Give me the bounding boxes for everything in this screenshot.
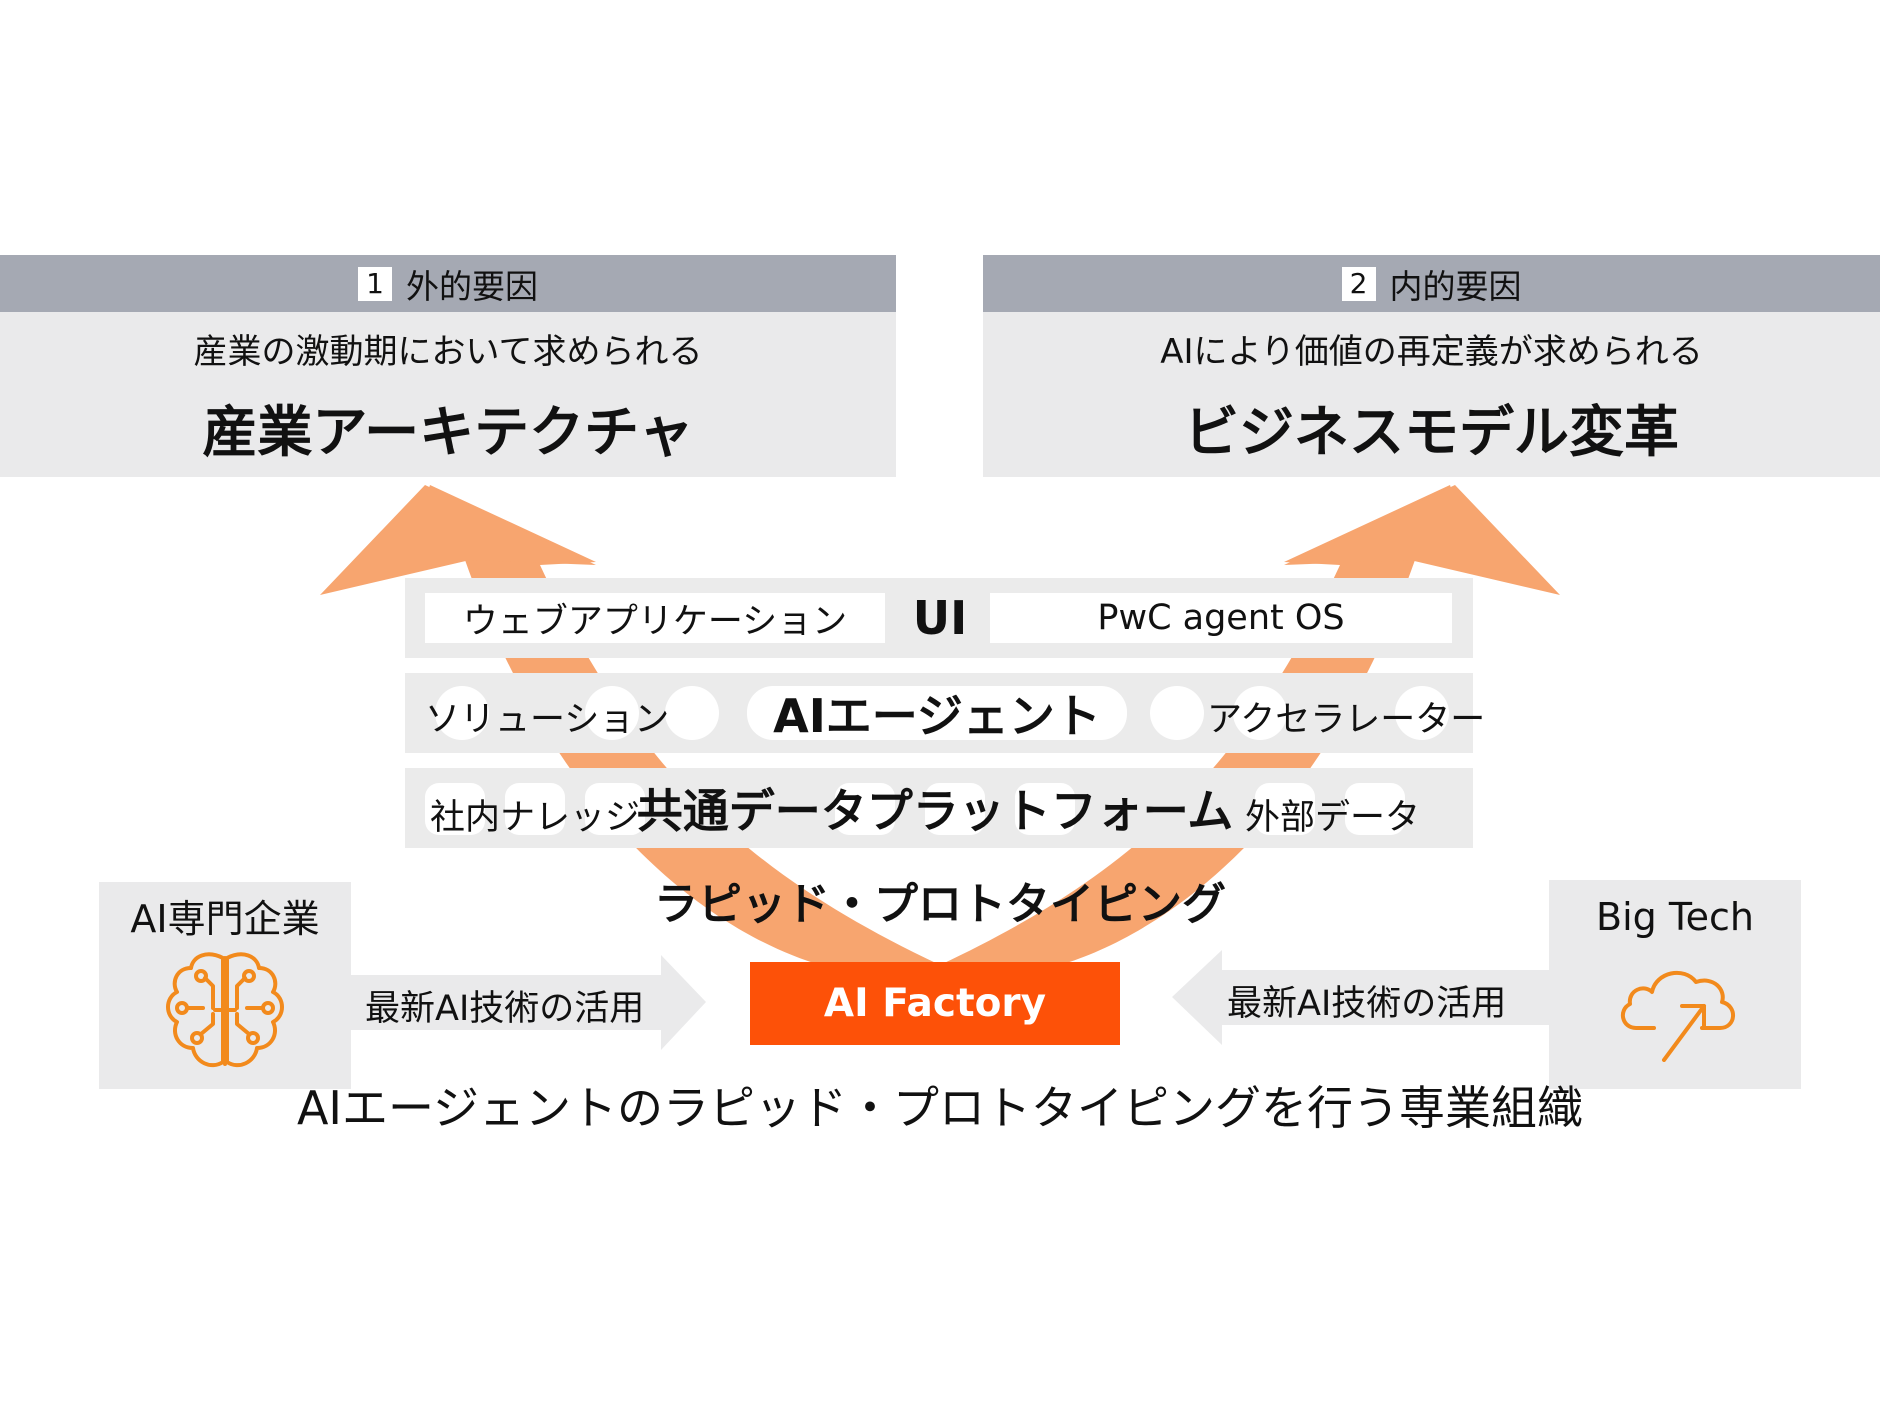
data-platform-layer: 社内ナレッジ 共通データプラットフォーム 外部データ	[405, 768, 1473, 848]
database-icon	[505, 783, 565, 835]
external-factor-title: 産業アーキテクチャ	[202, 400, 694, 464]
ui-layer-title: UI	[912, 591, 968, 645]
caption: AIエージェントのラピッド・プロトタイピングを行う専業組織	[296, 1081, 1584, 1135]
ai-agent-layer: ソリューション AIエージェント アクセラレーター	[405, 673, 1485, 753]
internal-knowledge-label: 社内ナレッジ	[430, 798, 641, 838]
external-factor-header: 1 外的要因	[0, 255, 896, 312]
ai-factory-box: AI Factory	[750, 962, 1120, 1045]
agent-node-icon	[1395, 686, 1449, 740]
ai-specialists-box: AI専門企業	[99, 882, 351, 1089]
ai-specialists-label: AI専門企業	[130, 896, 320, 941]
agent-node-icon	[585, 686, 639, 740]
agent-node-icon	[1150, 686, 1204, 740]
arrow-left-icon	[1172, 950, 1549, 1045]
database-icon	[1345, 783, 1405, 835]
brain-circuit-icon	[166, 952, 284, 1068]
external-factor-number: 1	[358, 266, 392, 301]
database-icon	[835, 783, 895, 835]
solution-label: ソリューション	[425, 700, 670, 740]
big-tech-box: Big Tech	[1549, 880, 1801, 1089]
right-tech-adoption-label: 最新AI技術の活用	[1227, 984, 1507, 1024]
left-tech-adoption-label: 最新AI技術の活用	[365, 989, 645, 1029]
database-icon	[425, 783, 485, 835]
internal-factor-header: 2 内的要因	[983, 255, 1880, 312]
internal-factor-number: 2	[1341, 266, 1376, 301]
big-tech-label: Big Tech	[1596, 895, 1754, 939]
web-application-box: ウェブアプリケーション	[425, 593, 885, 643]
database-icon	[925, 783, 985, 835]
database-icon	[585, 783, 645, 835]
internal-factor-title: ビジネスモデル変革	[1183, 400, 1679, 464]
accelerator-label: アクセラレーター	[1207, 700, 1486, 740]
agent-node-pill-icon	[747, 686, 1127, 740]
database-icon	[1255, 783, 1315, 835]
external-factor-label: 外的要因	[406, 266, 538, 306]
external-data-label: 外部データ	[1245, 798, 1421, 838]
cloud-upload-icon	[1620, 971, 1735, 1062]
rapid-prototyping-label: ラピッド・プロトタイピング	[654, 879, 1226, 930]
data-platform-layer-title: 共通データプラットフォーム	[636, 784, 1234, 838]
internal-factor-panel: AIにより価値の再定義が求められる ビジネスモデル変革	[983, 312, 1880, 477]
agent-node-icon	[665, 686, 719, 740]
database-icon	[1015, 783, 1075, 835]
external-factor-subtitle: 産業の激動期において求められる	[193, 331, 703, 372]
internal-factor-label: 内的要因	[1389, 266, 1522, 306]
arrow-right-icon	[351, 955, 706, 1050]
pwc-agent-os-box: PwC agent OS	[990, 593, 1452, 643]
external-factor-panel: 産業の激動期において求められる 産業アーキテクチャ	[0, 312, 896, 477]
agent-node-icon	[1233, 686, 1287, 740]
ui-layer: ウェブアプリケーション UI PwC agent OS	[405, 578, 1473, 658]
ai-agent-layer-title: AIエージェント	[773, 689, 1101, 743]
agent-node-icon	[435, 686, 489, 740]
internal-factor-subtitle: AIにより価値の再定義が求められる	[1160, 331, 1703, 372]
